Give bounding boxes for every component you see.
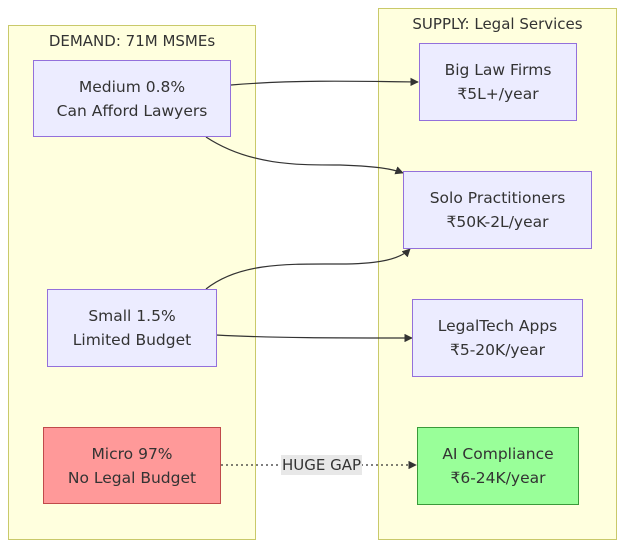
node-solo-line2: ₹50K-2L/year [446, 213, 549, 231]
node-legaltech-line1: LegalTech Apps [437, 317, 558, 335]
supply-cluster-title: SUPPLY: Legal Services [412, 15, 583, 33]
demand-cluster-title: DEMAND: 71M MSMEs [48, 32, 216, 50]
node-micro-line2: No Legal Budget [67, 468, 197, 487]
node-small-line1: Small 1.5% [88, 307, 176, 325]
edge-small-to-solo [205, 248, 411, 290]
edge-medium-to-solo [205, 136, 404, 175]
node-micro-line1: Micro 97% [91, 444, 173, 463]
node-biglaw-line2: ₹5L+/year [457, 85, 539, 103]
node-biglaw-line1: Big Law Firms [444, 61, 552, 79]
node-medium-line2: Can Afford Lawyers [56, 101, 208, 120]
node-biglaw: Big Law Firms ₹5L+/year [419, 43, 577, 121]
node-ai-compliance: AI Compliance ₹6-24K/year [417, 427, 579, 505]
node-solo: Solo Practitioners ₹50K-2L/year [403, 171, 592, 249]
edge-small-to-legaltech [215, 333, 413, 343]
edge-medium-to-biglaw [230, 77, 419, 87]
node-ai-line1: AI Compliance [442, 445, 554, 463]
node-medium: Medium 0.8% Can Afford Lawyers [33, 60, 231, 137]
edge-label-huge-gap: HUGE GAP [281, 455, 363, 475]
node-medium-line1: Medium 0.8% [78, 77, 186, 96]
node-ai-line2: ₹6-24K/year [450, 469, 546, 487]
node-micro: Micro 97% No Legal Budget [43, 427, 221, 504]
node-solo-line1: Solo Practitioners [429, 189, 566, 207]
node-small: Small 1.5% Limited Budget [47, 289, 217, 367]
node-legaltech: LegalTech Apps ₹5-20K/year [412, 299, 583, 377]
node-legaltech-line2: ₹5-20K/year [449, 341, 545, 359]
node-small-line2: Limited Budget [72, 331, 192, 349]
